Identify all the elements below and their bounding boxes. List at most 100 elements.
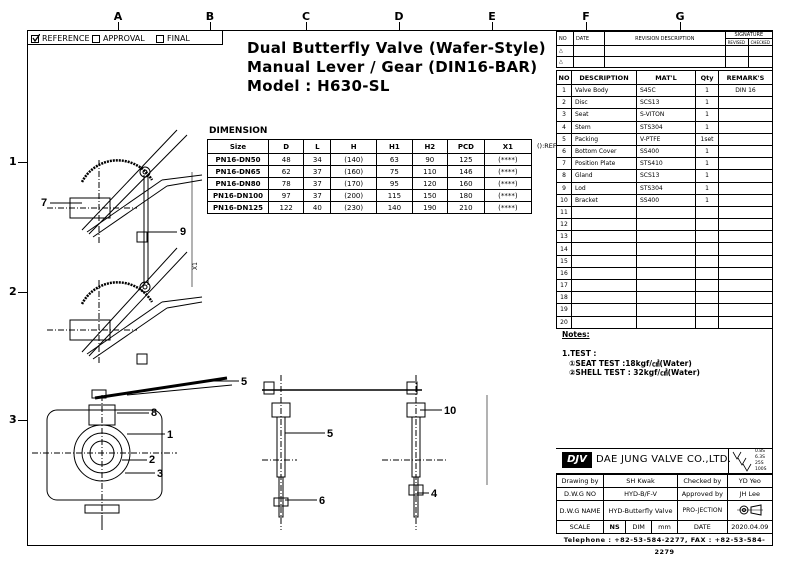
- finish-2: 25S: [755, 461, 764, 466]
- column-letter: E: [488, 10, 496, 23]
- company-block: [556, 448, 773, 474]
- company-logo: DJV: [562, 452, 592, 468]
- top-gear-lever-view: [47, 129, 203, 245]
- parts-cell: [695, 205, 719, 220]
- notes-test: 1.TEST :: [562, 349, 597, 358]
- status-approval: APPROVAL: [92, 34, 145, 43]
- parts-cell: [718, 278, 773, 293]
- row-number: 3: [9, 413, 17, 426]
- parts-cell: [636, 303, 696, 317]
- valve-front-view-left: [262, 375, 422, 530]
- tb-checked-by: YD Yeo: [726, 474, 774, 488]
- parts-cell: Stem: [571, 120, 637, 134]
- parts-header: DESCRIPTION: [571, 70, 637, 85]
- parts-cell: 4: [556, 120, 572, 134]
- parts-cell: [718, 266, 773, 281]
- parts-cell: [718, 132, 773, 146]
- parts-cell: S-VITON: [636, 108, 696, 122]
- parts-cell: 19: [556, 303, 572, 317]
- parts-cell: 3: [556, 108, 572, 122]
- parts-row: 11: [556, 205, 773, 220]
- finish-1: 6.3S: [755, 455, 766, 460]
- rev-sub-revised: REVISED: [724, 38, 749, 46]
- parts-cell: [636, 218, 696, 232]
- tb-dim-unit: mm: [651, 520, 678, 534]
- parts-cell: 7: [556, 157, 572, 171]
- parts-cell: [718, 218, 773, 232]
- rev-sub-checked: CHECKED: [747, 38, 774, 46]
- row-number: 1: [9, 155, 17, 168]
- tb-scale: NS: [602, 520, 627, 534]
- drawing-frame: [27, 30, 773, 546]
- parts-cell: [718, 242, 773, 256]
- parts-cell: Packing: [571, 132, 637, 146]
- parts-cell: 17: [556, 278, 572, 293]
- valve-side-view: [32, 376, 233, 530]
- parts-cell: [571, 230, 637, 244]
- parts-cell: 1: [556, 83, 572, 98]
- revision-table: NO DATE REVISION DESCRIPTION SIGNATURE R…: [556, 31, 774, 68]
- title-block: Drawing by SH Kwak Checked by YD Yeo D.W…: [556, 474, 774, 534]
- parts-cell: 1: [695, 108, 719, 122]
- revision-triangle-icon: △: [556, 56, 574, 68]
- parts-header: MAT'L: [636, 70, 696, 85]
- dimension-cell: 190: [411, 201, 449, 214]
- tb-dwg-no: HYD-B/F-V: [603, 487, 678, 501]
- parts-cell: [695, 266, 719, 281]
- bottom-gear-lever-view: [47, 247, 203, 365]
- parts-cell: [718, 230, 773, 244]
- column-letter: C: [301, 10, 311, 23]
- status-approval-label: APPROVAL: [103, 34, 145, 43]
- notes-seat-test: ①SEAT TEST :18kgf/㎠(Water): [569, 359, 692, 368]
- tb-projection-label: PRO-JECTION: [677, 500, 728, 521]
- title-line-2: Manual Lever / Gear (DIN16-BAR): [247, 58, 538, 76]
- parts-cell: [718, 303, 773, 317]
- tb-dim-label: DIM: [625, 520, 652, 534]
- column-letter: D: [394, 10, 404, 23]
- telephone-line: Telephone : +82-53-584-2277, FAX : +82-5…: [563, 536, 766, 556]
- parts-cell: 1: [695, 96, 719, 110]
- projection-icon: [736, 503, 763, 516]
- callout-8: 8: [151, 407, 157, 419]
- parts-cell: 1: [695, 193, 719, 207]
- rev-header-signature: SIGNATURE: [724, 31, 774, 39]
- checkbox-icon: [156, 34, 164, 43]
- status-bar: [27, 31, 223, 45]
- callout-5-top: 5: [241, 376, 247, 388]
- parts-cell: DIN 16: [718, 83, 773, 98]
- column-letter: G: [675, 10, 685, 23]
- parts-cell: 1: [695, 144, 719, 159]
- callout-9: 9: [180, 226, 186, 238]
- parts-cell: Gland: [571, 169, 637, 183]
- rev-header-date: DATE: [573, 31, 605, 46]
- finish-3: 100S: [755, 467, 767, 472]
- parts-cell: [695, 254, 719, 268]
- checkbox-icon: [92, 34, 100, 43]
- column-letter: A: [113, 10, 123, 23]
- tb-projection-symbol: [726, 500, 774, 521]
- parts-cell: [571, 315, 637, 329]
- parts-cell: [695, 315, 719, 329]
- parts-row: 17: [556, 278, 773, 293]
- dimension-cell: 97: [267, 189, 305, 202]
- ref-note: ():REF: [537, 142, 557, 150]
- tb-approved-by: JH Lee: [726, 487, 774, 501]
- notes-heading: Notes:: [562, 330, 590, 339]
- callout-7: 7: [41, 197, 47, 209]
- parts-cell: [718, 315, 773, 329]
- surface-finish-icon: [732, 451, 752, 472]
- parts-cell: Bracket: [571, 193, 637, 207]
- parts-cell: [718, 108, 773, 122]
- parts-header: Qty: [695, 70, 719, 85]
- status-final: FINAL: [156, 34, 190, 43]
- tb-dwg-name: HYD-Butterfly Valve: [603, 500, 678, 521]
- column-letter: F: [582, 10, 590, 23]
- parts-cell: [718, 205, 773, 220]
